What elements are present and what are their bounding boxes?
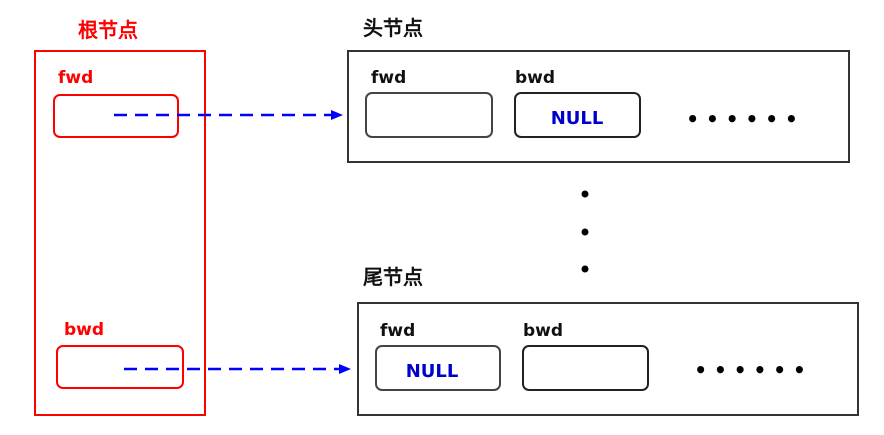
head-fwd-field (365, 92, 493, 138)
tail-fwd-label: fwd (380, 321, 415, 341)
head-fwd-label: fwd (371, 68, 406, 88)
ellipsis-dot (581, 228, 589, 236)
tail-bwd-label: bwd (523, 321, 563, 341)
root-bwd-label: bwd (64, 320, 104, 340)
root-node-box (34, 50, 206, 416)
tail-node-box (357, 302, 859, 416)
head-bwd-field (514, 92, 641, 138)
head-node-box (347, 50, 850, 163)
tail-node: 尾节点 fwd NULL bwd • • • • • • (357, 265, 859, 416)
head-ellipsis: • • • • • • (686, 107, 798, 131)
vertical-ellipsis (581, 190, 589, 273)
root-bwd-field (56, 345, 184, 389)
root-node-title: 根节点 (78, 18, 138, 42)
tail-bwd-field (522, 345, 649, 391)
ellipsis-dot (581, 190, 589, 198)
head-bwd-label: bwd (515, 68, 555, 88)
head-node-title: 头节点 (363, 16, 423, 40)
tail-fwd-value: NULL (406, 361, 459, 382)
root-fwd-label: fwd (58, 68, 93, 88)
root-node: 根节点 fwd bwd (34, 18, 206, 416)
head-node: 头节点 fwd bwd NULL • • • • • • (347, 16, 850, 163)
ellipsis-dot (581, 265, 589, 273)
head-bwd-value: NULL (551, 108, 604, 129)
tail-node-title: 尾节点 (363, 265, 423, 289)
tail-ellipsis: • • • • • • (694, 358, 806, 382)
tail-fwd-field (375, 345, 501, 391)
